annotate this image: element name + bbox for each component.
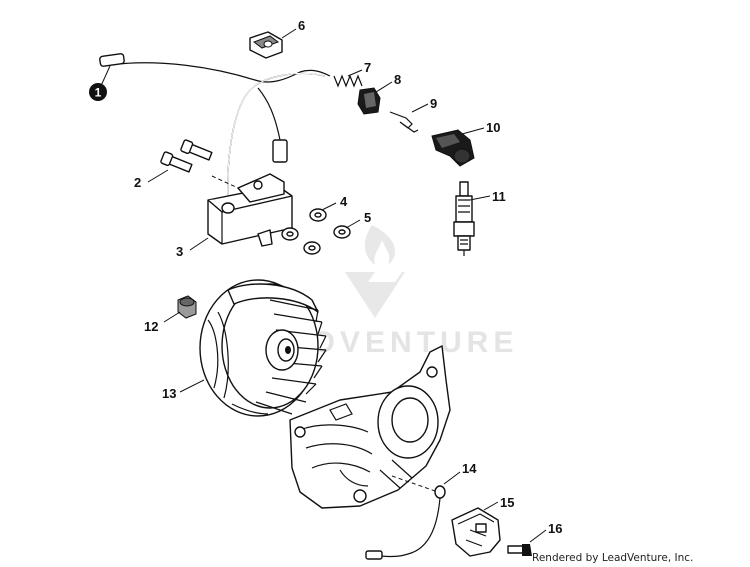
leader-12: [163, 311, 181, 323]
leader-2: [147, 169, 169, 183]
callout-6: 6: [298, 18, 305, 33]
leader-3: [189, 237, 209, 251]
ignition-lead[interactable]: [99, 53, 331, 83]
holder-screw[interactable]: [507, 544, 532, 556]
callout-14: 14: [462, 461, 477, 476]
callout-7: 7: [364, 60, 371, 75]
callout-1-badge: [89, 83, 107, 101]
leader-11: [469, 195, 491, 201]
leader-6: [281, 28, 297, 39]
callout-4: 4: [340, 194, 348, 209]
flywheel[interactable]: [199, 279, 327, 417]
leader-10: [461, 127, 485, 135]
leader-4: [321, 202, 337, 211]
contact-holder[interactable]: [451, 507, 501, 557]
leader-9: [411, 103, 429, 113]
crankcase: [289, 345, 451, 509]
callout-16: 16: [548, 521, 562, 536]
callout-5: 5: [364, 210, 371, 225]
leader-15: [483, 501, 499, 511]
callout-10: 10: [486, 120, 500, 135]
callout-13: 13: [162, 386, 176, 401]
leader-14: [443, 471, 461, 485]
callout-8: 8: [394, 72, 401, 87]
contact-spring-clip[interactable]: [389, 111, 419, 133]
watermark-logo: [345, 225, 405, 318]
callout-11: 11: [492, 189, 506, 204]
leader-7: [347, 69, 363, 77]
grommet[interactable]: [249, 31, 283, 59]
spark-plug-boot[interactable]: [431, 129, 475, 167]
leader-13: [179, 379, 205, 393]
callout-15: 15: [500, 495, 514, 510]
washers[interactable]: [281, 208, 351, 255]
callout-12: 12: [144, 319, 158, 334]
sleeve[interactable]: [357, 87, 381, 115]
callout-1: 1: [95, 86, 102, 100]
short-circuit-wire[interactable]: [365, 485, 446, 560]
module-screws[interactable]: [160, 139, 213, 173]
credit-text: Rendered by LeadVenture, Inc.: [532, 552, 693, 564]
spark-plug[interactable]: [453, 181, 475, 256]
flywheel-nut[interactable]: [177, 295, 197, 319]
leader-5: [345, 219, 361, 229]
callout-9: 9: [430, 96, 437, 111]
callout-3: 3: [176, 244, 183, 259]
leader-16: [529, 529, 547, 543]
leader-8: [375, 81, 393, 93]
spring[interactable]: [333, 74, 363, 88]
ignition-module[interactable]: [207, 72, 326, 247]
callout-2: 2: [134, 175, 141, 190]
assembly-guide-line: [211, 175, 239, 189]
